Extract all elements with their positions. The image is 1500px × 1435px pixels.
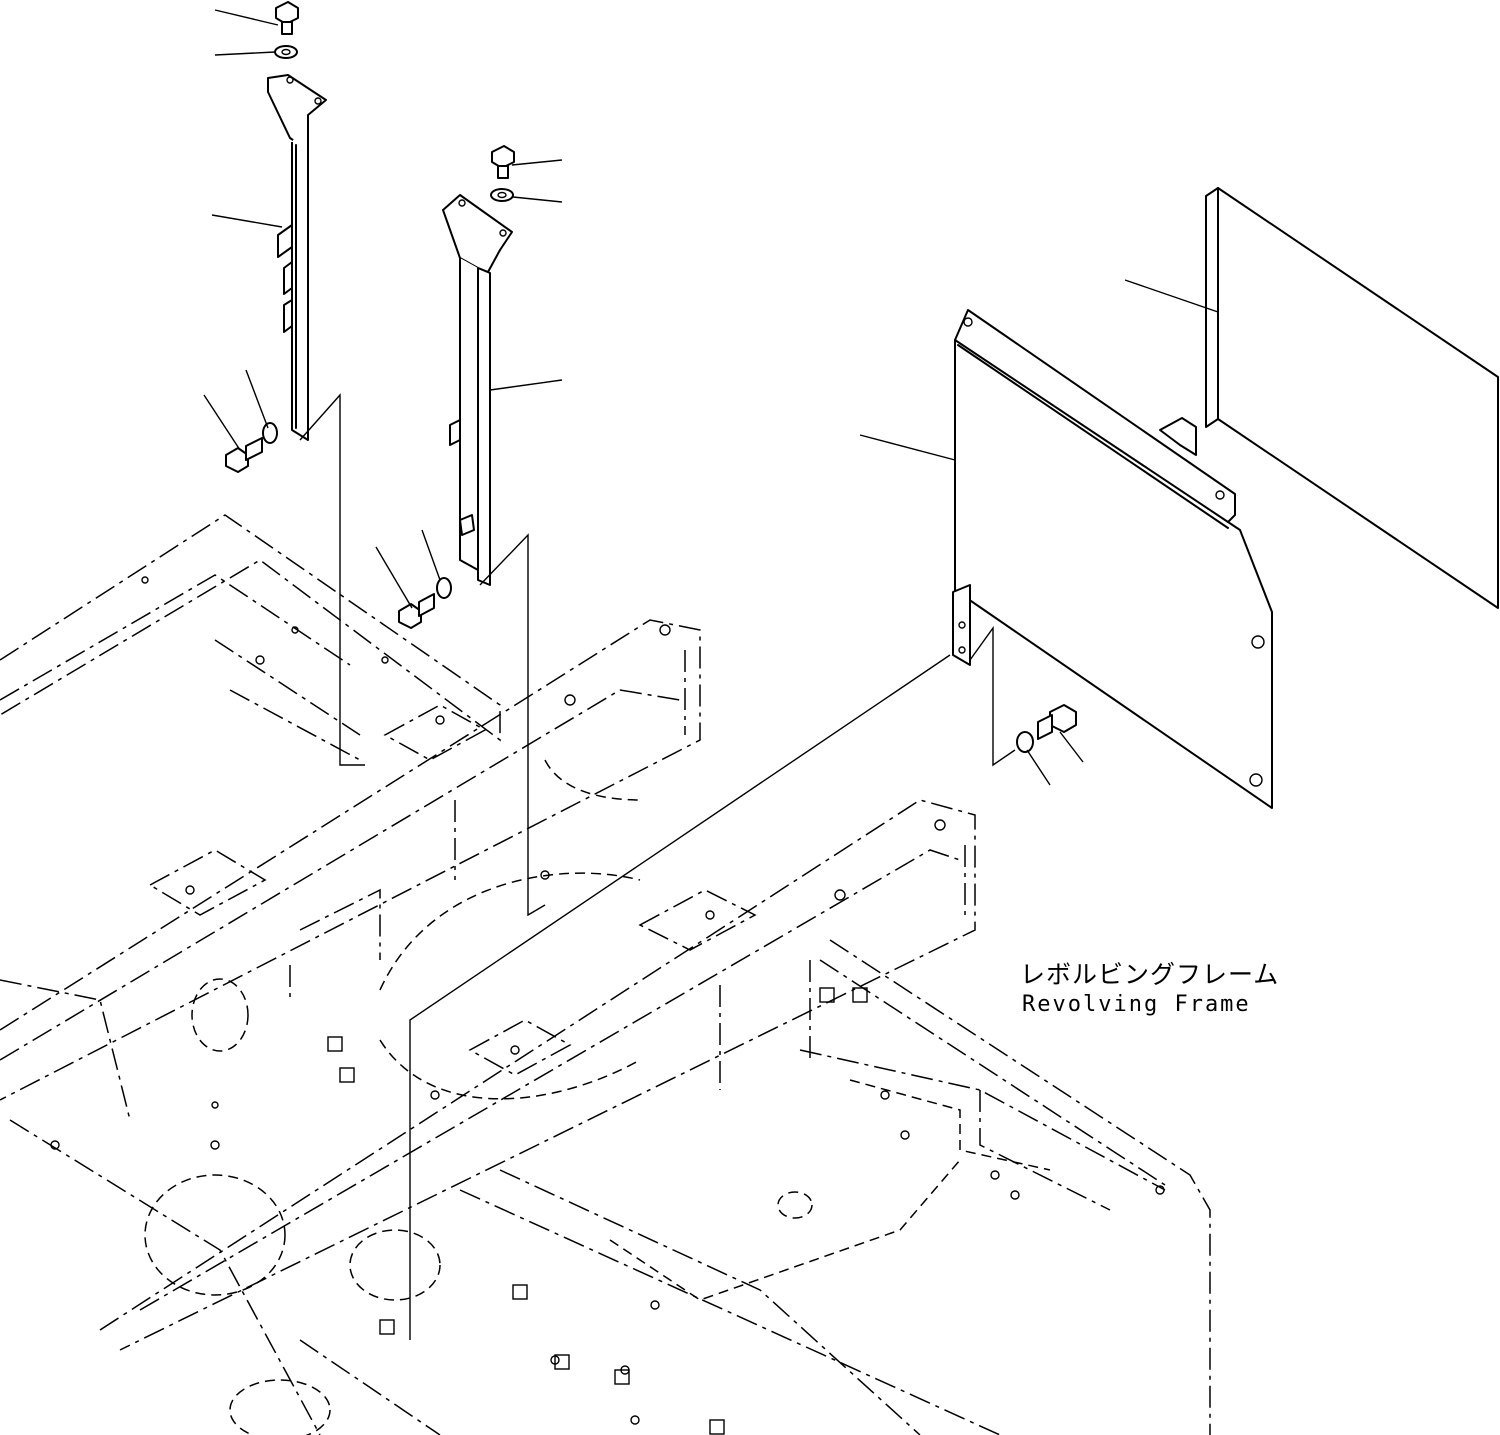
washer-top-middle bbox=[490, 188, 514, 202]
bolt-right bbox=[1037, 704, 1077, 740]
washer-top-left-inner bbox=[281, 48, 291, 56]
washer-right bbox=[1016, 731, 1034, 753]
frame-label-japanese: レボルビングフレーム bbox=[1020, 960, 1280, 989]
bolt-side-middle bbox=[398, 593, 435, 629]
bolt-top-left bbox=[275, 1, 299, 35]
revolving-frame bbox=[0, 514, 1211, 1435]
middle-support-bracket bbox=[442, 194, 513, 586]
washer-side-middle bbox=[436, 577, 452, 599]
cover-plate-large bbox=[1205, 187, 1499, 609]
bolt-side-left bbox=[225, 437, 263, 473]
leader-lines bbox=[203, 9, 1219, 1340]
washer-side-left bbox=[262, 422, 278, 444]
washer-top-left bbox=[274, 45, 298, 59]
bolt-top-middle bbox=[491, 145, 515, 179]
left-support-bracket bbox=[267, 74, 327, 441]
washer-top-middle-inner bbox=[497, 191, 507, 199]
frame-label-english: Revolving Frame bbox=[1022, 992, 1251, 1017]
partition-panel bbox=[952, 309, 1273, 809]
